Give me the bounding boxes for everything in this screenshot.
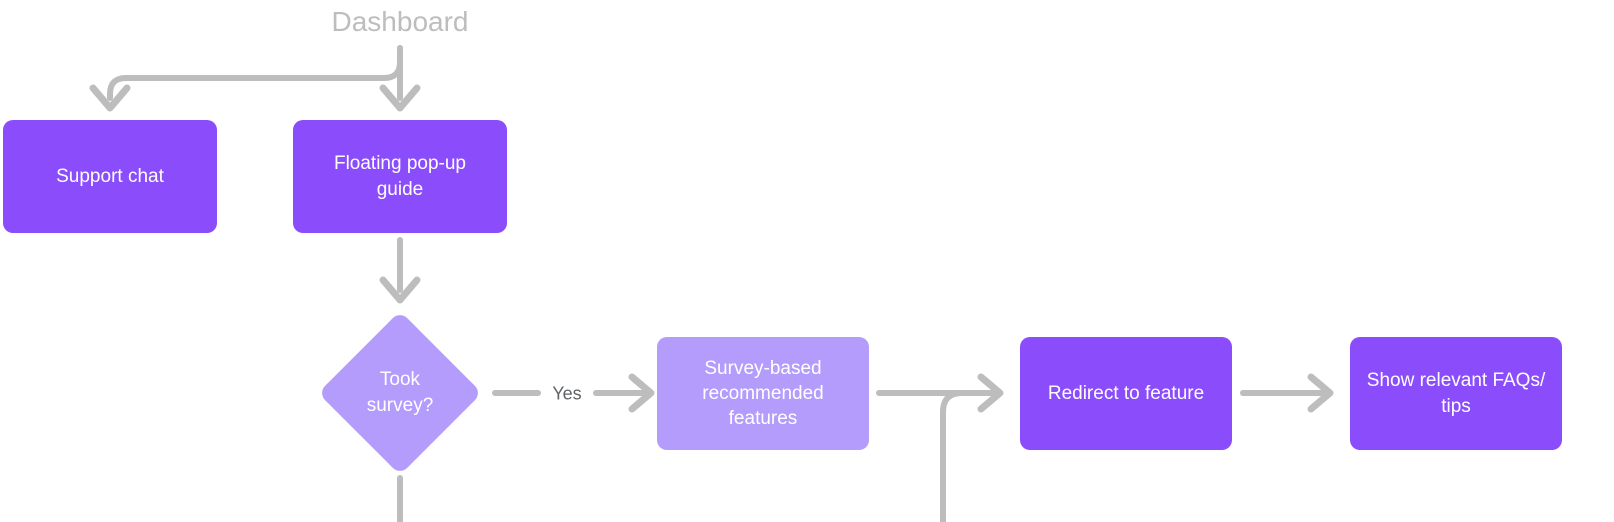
node-show-relevant-faqs-tips[interactable]: Show relevant FAQs/ tips xyxy=(1350,337,1562,450)
edge-survey-based-features-to-redirect-to-feature xyxy=(876,373,1004,413)
node-took-survey-label: Took survey? xyxy=(366,369,434,416)
node-survey-based-recommended-features[interactable]: Survey-based recommended features xyxy=(657,337,869,450)
node-took-survey[interactable]: Took survey? xyxy=(317,310,483,476)
node-floating-popup-guide[interactable]: Floating pop-up guide xyxy=(293,120,507,233)
node-support-chat[interactable]: Support chat xyxy=(3,120,217,233)
edge-dashboard-to-floating-popup-guide xyxy=(379,45,421,112)
edge-floating-popup-guide-to-took-survey xyxy=(379,237,421,304)
diagram-title: Dashboard xyxy=(331,6,469,37)
edge-redirect-to-feature-to-show-faqs xyxy=(1240,373,1334,413)
edge-label-yes: Yes xyxy=(552,383,582,404)
edge-dashboard-to-support-chat xyxy=(89,45,403,112)
node-redirect-to-feature[interactable]: Redirect to feature xyxy=(1020,337,1232,450)
edge-merge-from-below-to-redirect-to-feature xyxy=(940,390,996,522)
